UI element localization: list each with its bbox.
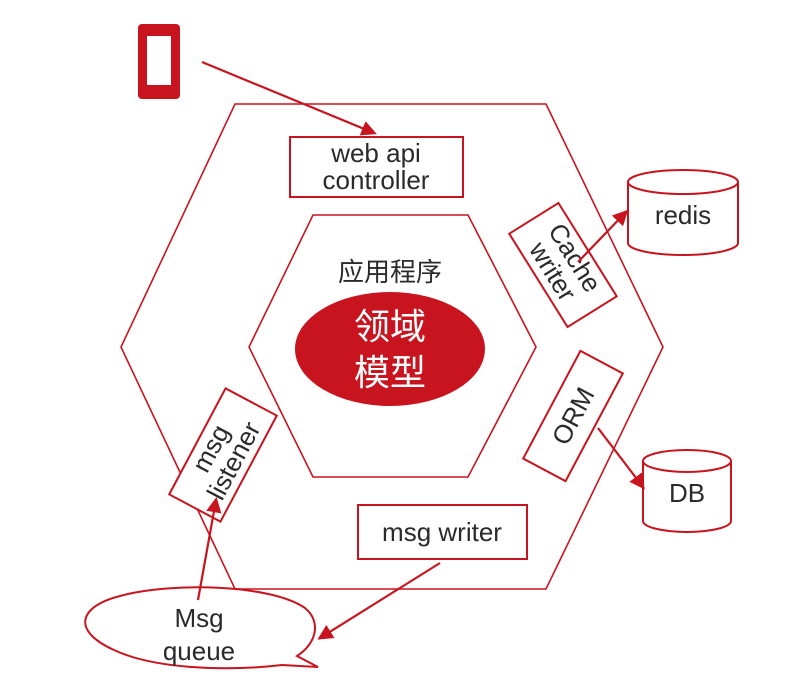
application-label: 应用程序 xyxy=(338,258,442,288)
mobile-phone-icon xyxy=(138,24,180,99)
cache-writer-box: Cache writer xyxy=(507,201,619,329)
outer-hexagon xyxy=(120,103,664,590)
arrow-queue-to-msg-listener xyxy=(196,496,222,601)
arrow-phone-to-web-api xyxy=(201,60,377,136)
domain-model-label-line2: 模型 xyxy=(354,353,426,394)
web-api-label-line2: controller xyxy=(323,165,430,195)
redis-label: redis xyxy=(655,200,711,230)
inner-hexagon xyxy=(248,214,537,478)
web-api-label-line1: web api xyxy=(330,138,421,168)
web-api-controller-box: web api controller xyxy=(289,136,464,198)
domain-model-ellipse xyxy=(295,292,485,406)
msg-writer-label: msg writer xyxy=(382,517,502,547)
db-label: DB xyxy=(669,478,705,508)
redis-cylinder: redis xyxy=(627,169,739,256)
arrow-orm-to-db xyxy=(597,427,645,490)
domain-model-label-line1: 领域 xyxy=(354,307,426,348)
msg-queue-label-line2: queue xyxy=(163,636,235,666)
arrow-cache-writer-to-redis xyxy=(577,209,629,263)
db-cylinder: DB xyxy=(642,449,732,533)
msg-queue-bubble: Msg queue xyxy=(84,586,319,670)
arrow-msg-writer-to-queue xyxy=(317,562,441,640)
msg-listener-box: msg listener xyxy=(167,387,279,523)
msg-writer-box: msg writer xyxy=(357,504,528,560)
msg-queue-label-line1: Msg xyxy=(174,603,223,633)
